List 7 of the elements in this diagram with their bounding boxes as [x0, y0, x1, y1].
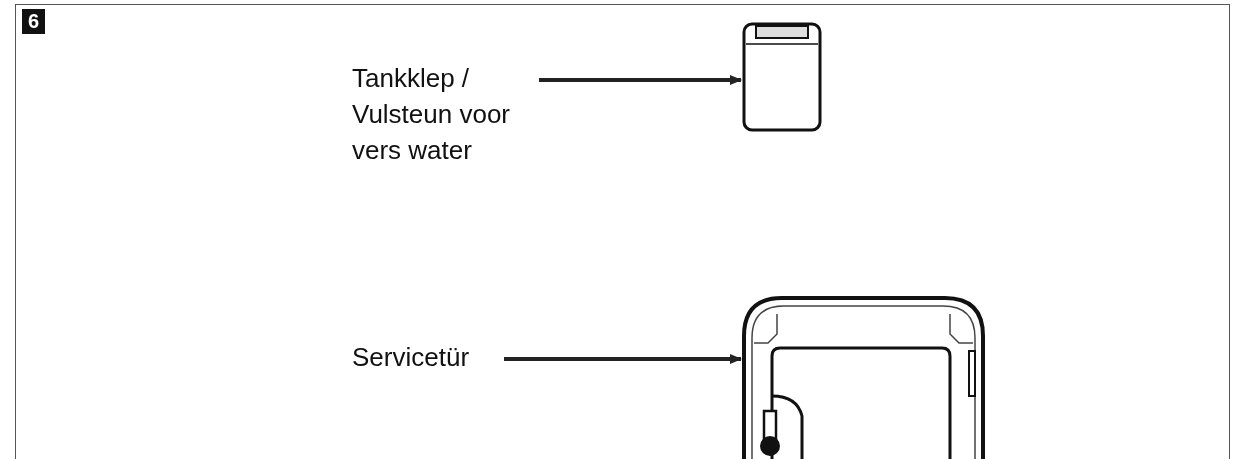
service-door-drawing — [742, 296, 985, 459]
arrow — [539, 75, 742, 85]
figure-number: 6 — [22, 9, 46, 34]
part-label: Tankklep / Vulsteun voor vers water — [352, 60, 537, 168]
arrow — [504, 354, 742, 364]
tank-flap-drawing — [742, 22, 822, 132]
part-label: Servicetür — [352, 339, 502, 375]
